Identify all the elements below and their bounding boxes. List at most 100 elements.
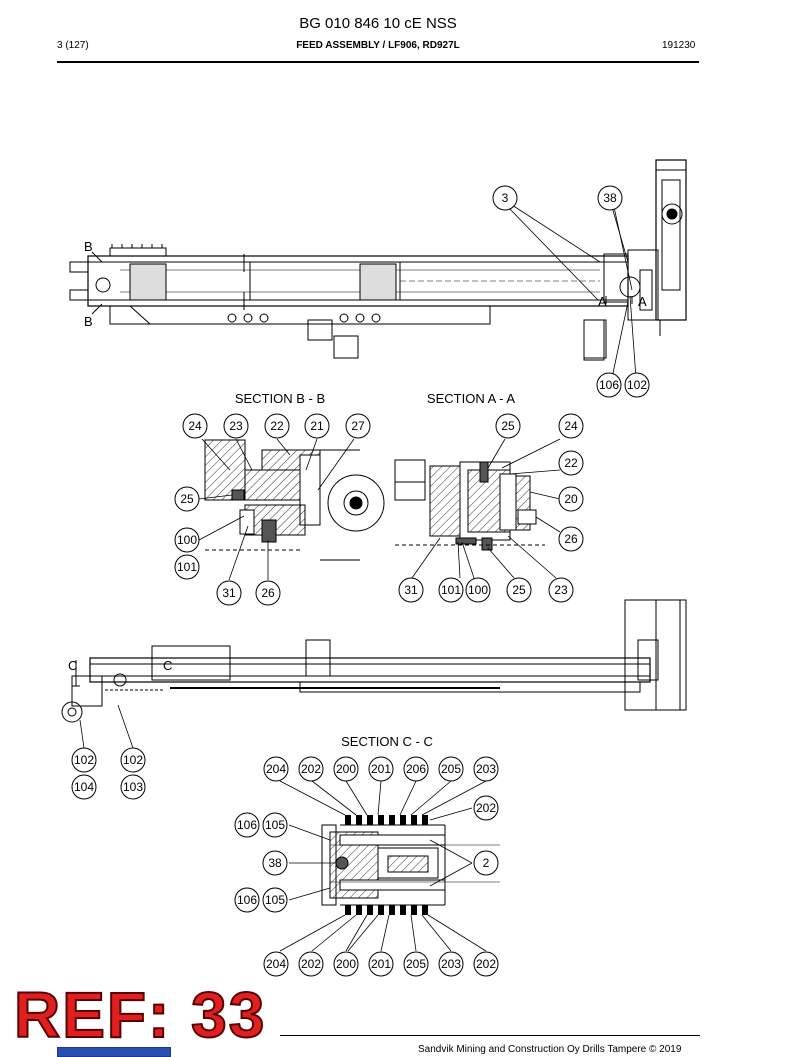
callout-label: 31 — [404, 583, 418, 597]
callout-bubble: 202 — [298, 951, 324, 977]
callout-label: 100 — [177, 533, 197, 547]
callout-label: 25 — [180, 492, 194, 506]
callout-label: 203 — [441, 957, 461, 971]
callout-label: 102 — [74, 753, 94, 767]
callout-bubble: 24 — [558, 413, 584, 439]
document-date: 191230 — [662, 40, 696, 51]
callout-bubble: 22 — [264, 413, 290, 439]
callout-bubble: 203 — [438, 951, 464, 977]
section-bb-drawing — [204, 439, 385, 561]
callout-bubble: 103 — [120, 774, 146, 800]
assembly-title: FEED ASSEMBLY / LF906, RD927L — [296, 40, 460, 51]
callout-label: 21 — [310, 419, 324, 433]
callout-bubble: 205 — [403, 951, 429, 977]
section-cc-title: SECTION C - C — [341, 734, 433, 749]
callout-bubble: 201 — [368, 951, 394, 977]
callout-label: 105 — [265, 893, 285, 907]
callout-label: 202 — [476, 801, 496, 815]
callout-bubble: 106 — [234, 812, 260, 838]
callout-label: 101 — [441, 583, 461, 597]
callout-label: 22 — [564, 456, 578, 470]
callout-label: 25 — [501, 419, 515, 433]
callout-bubble: 100 — [465, 577, 491, 603]
callout-label: 201 — [371, 762, 391, 776]
callout-label: 106 — [237, 818, 257, 832]
callout-bubble: 20 — [558, 486, 584, 512]
callout-bubble: 38 — [262, 850, 288, 876]
callout-bubble: 22 — [558, 450, 584, 476]
section-marker-c-right: C — [163, 658, 172, 673]
callout-bubble: 205 — [438, 756, 464, 782]
callout-label: 104 — [74, 780, 94, 794]
callout-label: 205 — [441, 762, 461, 776]
callout-label: 202 — [476, 957, 496, 971]
callout-label: 22 — [270, 419, 284, 433]
top-view-drawing — [69, 159, 687, 361]
section-marker-c-left: C — [68, 658, 77, 673]
callout-label: 202 — [301, 762, 321, 776]
callout-label: 103 — [123, 780, 143, 794]
callout-bubble: 105 — [262, 887, 288, 913]
callout-bubble: 25 — [495, 413, 521, 439]
section-aa-drawing — [394, 459, 545, 551]
side-view-drawing — [61, 599, 687, 723]
callout-label: 200 — [336, 957, 356, 971]
page-number: 3 (127) — [57, 40, 89, 51]
callout-label: 38 — [268, 856, 282, 870]
callout-bubble: 101 — [174, 554, 200, 580]
callout-bubble: 102 — [71, 747, 97, 773]
section-aa-title: SECTION A - A — [427, 391, 515, 406]
callout-bubble: 202 — [473, 795, 499, 821]
callout-label: 26 — [564, 532, 578, 546]
callout-label: 2 — [483, 856, 490, 870]
callout-bubble: 203 — [473, 756, 499, 782]
callout-bubble: 200 — [333, 756, 359, 782]
callout-label: 206 — [406, 762, 426, 776]
callout-label: 31 — [222, 586, 236, 600]
callout-bubble: 101 — [438, 577, 464, 603]
callout-bubble: 201 — [368, 756, 394, 782]
callout-bubble: 206 — [403, 756, 429, 782]
callout-label: 38 — [603, 191, 617, 205]
callout-bubble: 21 — [304, 413, 330, 439]
callout-label: 26 — [261, 586, 275, 600]
callout-bubble: 204 — [263, 951, 289, 977]
callout-bubble: 106 — [234, 887, 260, 913]
header-rule — [57, 61, 699, 63]
section-marker-a-right: A — [638, 294, 647, 309]
callout-bubble: 26 — [255, 580, 281, 606]
callout-bubble: 24 — [182, 413, 208, 439]
callout-bubble: 102 — [120, 747, 146, 773]
callout-label: 205 — [406, 957, 426, 971]
callout-label: 200 — [336, 762, 356, 776]
callout-label: 3 — [502, 191, 509, 205]
callout-label: 24 — [564, 419, 578, 433]
callout-bubble: 38 — [597, 185, 623, 211]
callout-bubble: 204 — [263, 756, 289, 782]
callout-bubble: 105 — [262, 812, 288, 838]
callout-label: 20 — [564, 492, 578, 506]
callout-bubble: 102 — [624, 372, 650, 398]
callout-label: 202 — [301, 957, 321, 971]
callout-label: 204 — [266, 957, 286, 971]
company-logo — [57, 1047, 171, 1057]
callout-label: 102 — [627, 378, 647, 392]
section-marker-b-bottom: B — [84, 314, 93, 329]
callout-label: 203 — [476, 762, 496, 776]
callout-label: 101 — [177, 560, 197, 574]
callout-label: 106 — [237, 893, 257, 907]
callout-label: 106 — [599, 378, 619, 392]
callout-bubble: 106 — [596, 372, 622, 398]
section-marker-b-top: B — [84, 239, 93, 254]
callout-bubble: 23 — [223, 413, 249, 439]
callout-bubble: 25 — [174, 486, 200, 512]
section-cc-drawing — [321, 824, 500, 906]
callout-bubble: 100 — [174, 527, 200, 553]
callout-bubble: 202 — [473, 951, 499, 977]
callout-bubble: 3 — [492, 185, 518, 211]
callout-label: 105 — [265, 818, 285, 832]
callout-bubble: 25 — [506, 577, 532, 603]
document-number: BG 010 846 10 cE NSS — [299, 15, 457, 32]
reference-stamp: REF: 33 — [13, 979, 267, 1051]
